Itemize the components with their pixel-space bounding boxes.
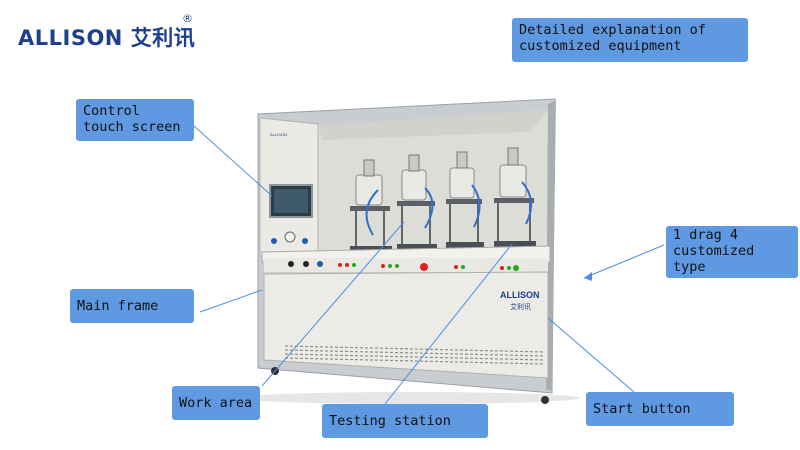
station-2	[397, 154, 437, 250]
valve-knob-left	[271, 238, 277, 244]
station-4	[494, 147, 536, 247]
brand-name-cn: 艾利讯	[130, 26, 196, 50]
leader-testing-station	[384, 243, 513, 405]
drag-type-callout: 1 drag 4 customized type	[666, 226, 798, 278]
leader-start-button	[547, 317, 635, 393]
caster-right	[541, 396, 549, 404]
arrow-head-drag	[584, 272, 592, 281]
leader-work-area	[261, 221, 405, 387]
cabinet-logo-cn: 艾利讯	[510, 302, 531, 311]
brand-logo: ALLISON 艾利讯 ®	[18, 12, 196, 52]
station-3	[446, 151, 484, 248]
pressure-gauge	[284, 231, 296, 243]
button-strip	[264, 258, 548, 272]
vent-grille	[284, 345, 546, 365]
valve-knob-right	[302, 238, 308, 244]
leader-touch-screen	[193, 125, 273, 197]
emergency-stop-button	[420, 263, 428, 271]
testing-stations	[350, 147, 536, 252]
chamber-back	[318, 110, 548, 258]
cabinet-logo: ALLISON	[500, 290, 540, 300]
testing-station-callout: Testing station	[322, 404, 488, 438]
station-1	[350, 159, 392, 252]
control-buttons[interactable]	[288, 261, 519, 271]
start-button-callout: Start button	[586, 392, 734, 426]
work-area-callout: Work area	[172, 386, 260, 420]
start-button-green	[513, 265, 519, 271]
brand-name: ALLISON	[18, 26, 123, 50]
lower-cabinet	[263, 271, 549, 379]
touch-screen-callout: Control touch screen	[76, 99, 194, 141]
panel-logo: ALLISON	[270, 132, 287, 137]
leader-drag	[583, 244, 665, 279]
registered-mark: ®	[182, 12, 194, 25]
title-callout: Detailed explanation of customized equip…	[512, 18, 748, 62]
touch-screen-display	[274, 189, 308, 213]
leader-lines	[193, 125, 665, 405]
main-frame-callout: Main frame	[70, 289, 194, 323]
chamber-ceiling	[318, 110, 548, 140]
floor-shadow	[240, 392, 580, 404]
leader-main-frame	[199, 289, 263, 313]
